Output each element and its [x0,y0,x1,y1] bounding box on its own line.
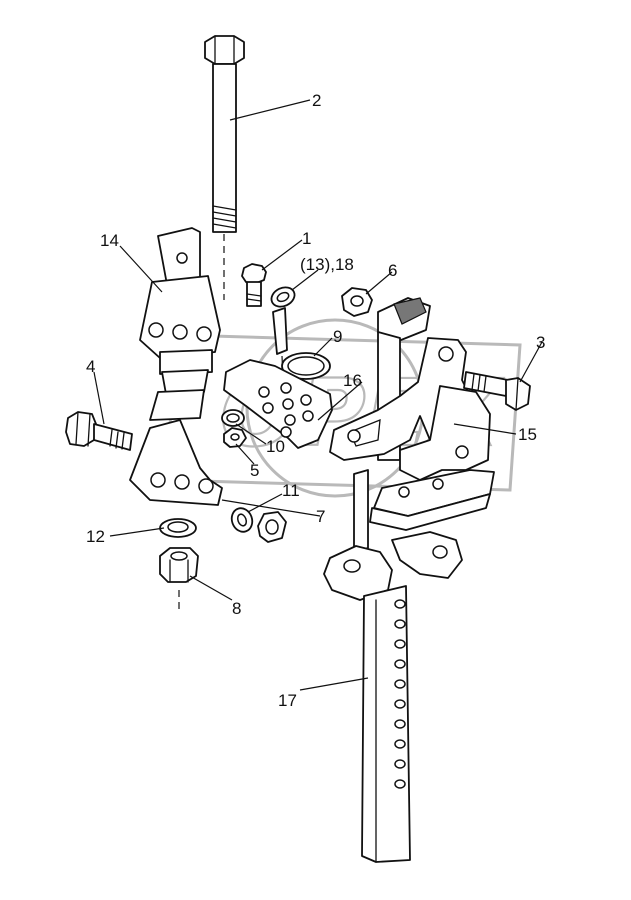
right-bracket [329,297,495,531]
long-bolt [204,35,245,300]
callout-11: 11 [282,481,300,500]
callout-8: 8 [232,599,241,618]
callout-1: 1 [302,229,311,248]
leader-lines [93,99,543,691]
callout-6: 6 [388,261,397,280]
callout-17: 17 [278,691,297,710]
callout-5: 5 [250,461,259,480]
nut-top [341,287,373,317]
washer-12 [159,518,197,538]
callout-10: 10 [266,437,285,456]
callout-14: 14 [100,231,119,250]
small-bolt [241,263,267,307]
vertical-bar [323,469,463,863]
snap-ring [281,352,331,380]
callout-4: 4 [86,357,95,376]
nut-7 [257,511,287,543]
callout-13-18: (13),18 [300,255,354,274]
nut-small [223,427,247,448]
callout-3: 3 [536,333,545,352]
bolt-left [65,411,133,451]
callout-labels: 2 1 (13),18 6 9 3 16 15 4 14 10 5 11 7 1… [86,91,545,710]
callout-16: 16 [343,371,362,390]
callout-2: 2 [312,91,321,110]
callout-15: 15 [518,425,537,444]
hole-plate [223,359,333,449]
callout-7: 7 [316,507,325,526]
left-bracket [129,227,223,506]
washer-10 [221,409,245,427]
washer-11 [230,507,254,533]
nut-8 [159,547,199,610]
callout-12: 12 [86,527,105,546]
bolt-right [463,371,531,411]
bar-holes [394,599,406,789]
callout-9: 9 [333,327,342,346]
